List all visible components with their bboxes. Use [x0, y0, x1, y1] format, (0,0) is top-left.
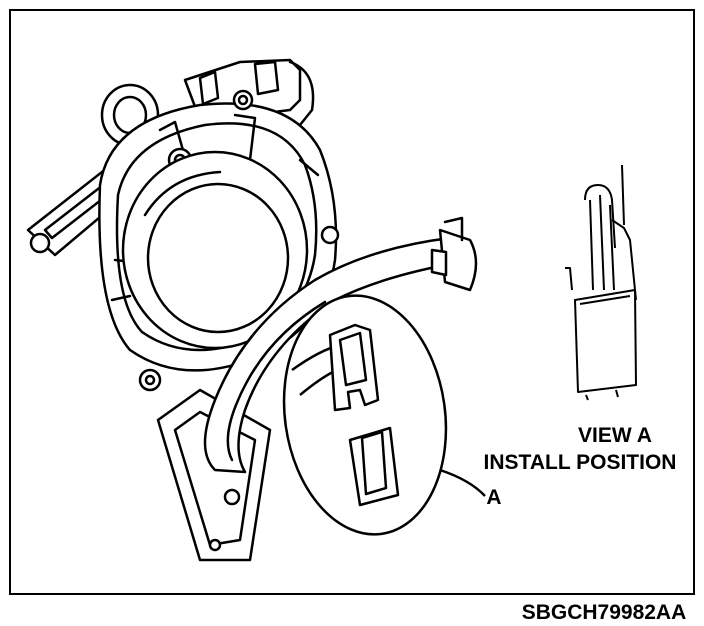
- lower-bracket: [156, 388, 272, 562]
- air-hose: [203, 216, 478, 474]
- view-a-clip-drawing: [565, 164, 637, 401]
- reference-code: SBGCH79982AA: [522, 601, 687, 624]
- view-title: VIEW A: [578, 424, 652, 447]
- callout-letter: A: [486, 486, 501, 509]
- pump-assembly: [26, 58, 478, 562]
- detail-circle: [282, 294, 448, 536]
- view-subtitle: INSTALL POSITION: [484, 451, 677, 474]
- pump-front-face: [121, 150, 309, 350]
- callout-leader-line: [439, 468, 486, 497]
- figure-frame: [9, 9, 695, 595]
